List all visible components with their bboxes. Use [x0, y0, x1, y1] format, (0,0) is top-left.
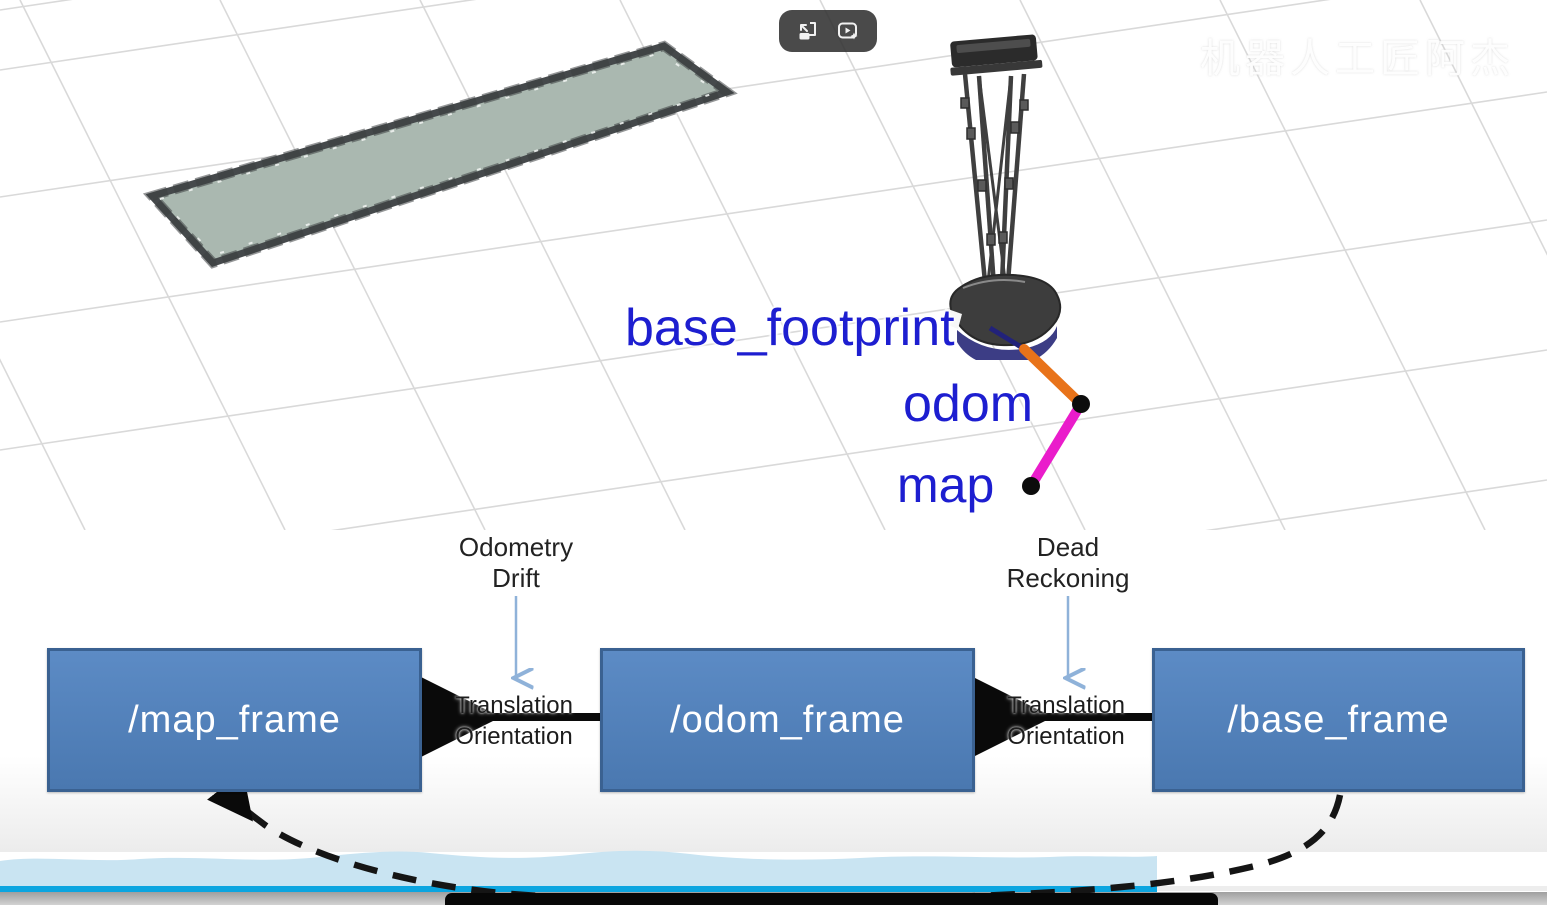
robot-pole-joints: [960, 97, 1029, 246]
miniplayer-button[interactable]: [795, 18, 821, 44]
play-enhance-button[interactable]: [835, 18, 861, 44]
channel-watermark-text: 机器人工匠阿杰: [1200, 37, 1515, 81]
rviz-viewport: [0, 0, 1547, 530]
water-wave-band: [0, 850, 1157, 892]
tf-label-map: map: [897, 457, 995, 513]
tf-label-base-footprint: base_footprint: [625, 299, 955, 357]
base-frame-box-label: /base_frame: [1227, 698, 1450, 741]
arrow2-caption-bottom: Orientation: [1007, 723, 1125, 750]
arrow2-caption-top: Translation: [1007, 692, 1125, 719]
play-sparkle-icon: [838, 22, 858, 40]
odometry-drift-annotation: Odometry Drift: [386, 532, 646, 594]
dead-reckoning-line1: Dead: [1036, 532, 1100, 562]
player-controls-pill: [779, 10, 877, 52]
map-frame-box-label: /map_frame: [128, 698, 341, 741]
watermark-caret: [1525, 36, 1532, 80]
tf-label-odom: odom: [903, 375, 1034, 433]
dead-reckoning-line2: Reckoning: [1006, 563, 1130, 593]
odometry-drift-line1: Odometry: [458, 532, 574, 562]
robot-poles: [962, 73, 1027, 287]
map-frame-box: /map_frame: [47, 648, 422, 792]
odometry-drift-line2: Drift: [492, 563, 540, 593]
progress-bar-remaining[interactable]: [1157, 886, 1547, 891]
arrow1-caption: Translation Orientation: [414, 690, 614, 752]
channel-watermark: 机器人工匠阿杰: [0, 26, 1532, 84]
caption-bar: [445, 893, 1218, 905]
dead-reckoning-annotation: Dead Reckoning: [938, 532, 1198, 594]
robot-base: [943, 273, 1062, 360]
arrow1-caption-bottom: Orientation: [455, 723, 573, 750]
arrow2-caption: Translation Orientation: [966, 690, 1166, 752]
base-frame-box: /base_frame: [1152, 648, 1525, 792]
miniplayer-icon: [799, 22, 816, 40]
occupancy-map: [142, 40, 738, 269]
odom-frame-box: /odom_frame: [600, 648, 975, 792]
arrow1-caption-top: Translation: [455, 692, 573, 719]
robot-top-plate: [950, 34, 1043, 76]
grid-lines: [0, 0, 1547, 530]
odom-frame-box-label: /odom_frame: [670, 698, 905, 741]
